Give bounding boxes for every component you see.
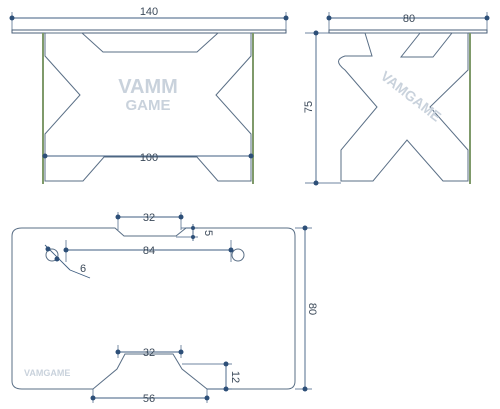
dim-dot [248,153,254,159]
dim-dot [223,386,229,392]
dim-dot [313,180,319,186]
hole-spacing-label: 84 [143,245,155,257]
top-logo: VAMGAME [24,368,70,378]
dim-dot [191,235,195,239]
hole-diameter-leader-tail [69,269,91,279]
dim-dot [178,214,184,220]
dim-dot [54,256,60,262]
side-depth-label: 80 [403,13,415,25]
dim-dot [283,15,289,21]
side-view: 80 75 VAMGAME [303,12,490,186]
dim-dot [115,349,121,355]
dim-dot [178,349,184,355]
top-notch-width-label: 32 [143,212,155,224]
dim-dot [302,386,308,392]
front-width-label: 140 [140,6,158,18]
bottom-notch-outer-label: 56 [143,393,155,405]
dim-dot [302,225,308,231]
top-depth-label: 80 [306,303,318,315]
bottom-notch-inner-label: 32 [143,347,155,359]
side-height-label: 75 [303,101,315,113]
dim-dot [90,395,96,401]
bottom-notch-depth-label: 12 [229,371,241,383]
front-logo-line1: VAMM [118,76,178,98]
front-inner-width-label: 100 [140,152,158,164]
notch-depth-label: 5 [202,230,214,236]
dim-dot [9,15,15,21]
dim-dot [313,30,319,36]
front-panel-outline [44,32,252,182]
front-view: 140 VAMM GAME 100 [9,6,289,184]
dim-dot [42,153,48,159]
dim-dot [484,15,490,21]
dim-dot [45,246,51,252]
front-tabletop [11,29,287,34]
side-panel-outline [338,32,469,182]
dim-dot [115,214,121,220]
dim-dot [223,361,229,367]
cable-hole-right [231,248,245,262]
dim-dot [191,226,195,230]
dim-dot [326,15,332,21]
dim-dot [228,247,234,253]
side-logo: VAMGAME [378,68,445,125]
top-view: 32 5 84 6 80 3 [11,212,318,405]
hole-diameter-label: 6 [80,263,86,275]
cable-hole-left [45,248,59,262]
dim-dot [204,395,210,401]
front-logo-line2: GAME [126,97,171,114]
dim-dot [63,247,69,253]
